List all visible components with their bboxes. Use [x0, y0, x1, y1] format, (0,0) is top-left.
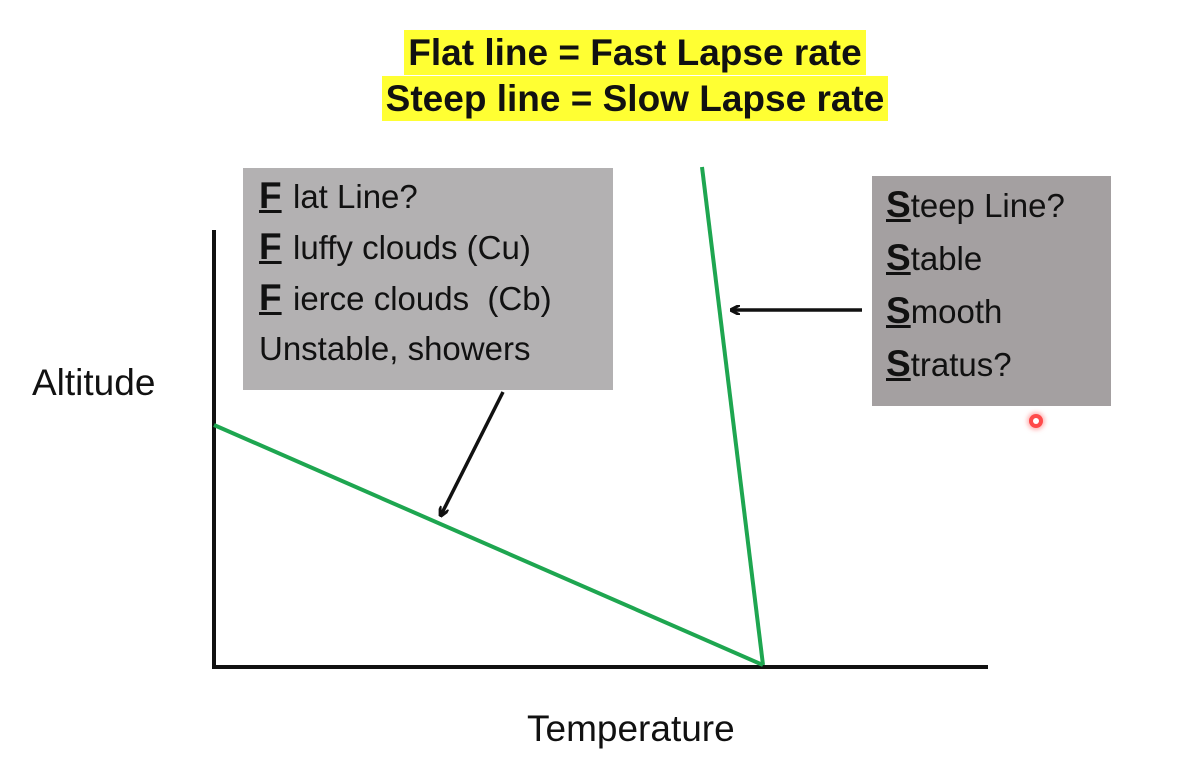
- title-block: Flat line = Fast Lapse rate Steep line =…: [0, 30, 1177, 122]
- steep-box-line: Stable: [886, 231, 1111, 284]
- flat-box-text: lat Line?: [293, 178, 418, 215]
- steep-box-text: table: [910, 240, 983, 277]
- y-axis-label: Altitude: [32, 362, 156, 403]
- flat-box-text: Unstable, showers: [259, 330, 531, 367]
- flat-box-arrow: [441, 391, 505, 515]
- steep-line-box: Steep Line? Stable Smooth Stratus?: [872, 176, 1111, 406]
- title-line-flat: Flat line = Fast Lapse rate: [404, 30, 866, 75]
- steep-box-line: Smooth: [886, 284, 1111, 337]
- steep-box-initial: S: [886, 237, 911, 278]
- flat-box-initial: F: [259, 277, 282, 318]
- steep-box-initial: S: [886, 184, 911, 225]
- flat-box-initial: F: [259, 226, 282, 267]
- steep-box-text: tratus?: [910, 346, 1012, 383]
- steep-box-line: Stratus?: [886, 337, 1111, 390]
- flat-box-text: ierce clouds (Cb): [293, 280, 552, 317]
- steep-box-initial: S: [886, 343, 911, 384]
- x-axis-label: Temperature: [527, 708, 735, 749]
- steep-box-text: teep Line?: [910, 187, 1065, 224]
- steep-box-text: mooth: [910, 293, 1003, 330]
- flat-box-line: Unstable, showers: [259, 323, 613, 374]
- steep-lapse-line: [700, 166, 765, 666]
- laser-pointer-dot: [1029, 414, 1043, 428]
- flat-lapse-line: [213, 423, 764, 667]
- flat-box-text: luffy clouds (Cu): [293, 229, 531, 266]
- steep-box-initial: S: [886, 290, 911, 331]
- steep-box-line: Steep Line?: [886, 178, 1111, 231]
- title-line-steep: Steep line = Slow Lapse rate: [381, 76, 889, 121]
- flat-box-initial: F: [259, 175, 282, 216]
